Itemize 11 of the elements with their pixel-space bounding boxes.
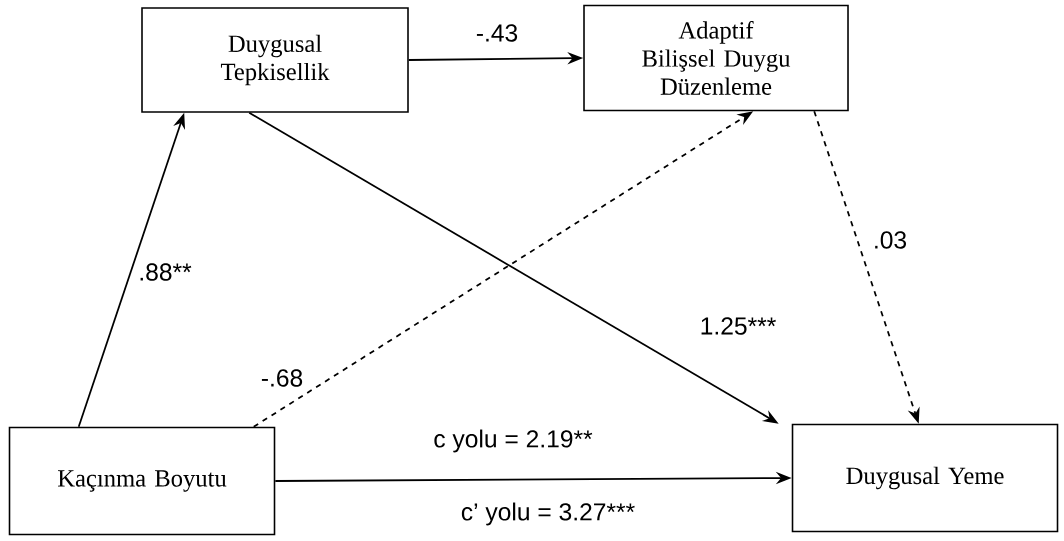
- path-coefficient: .03: [871, 229, 909, 251]
- path-coefficient: .88**: [136, 261, 194, 283]
- path-coefficient: -.43: [474, 22, 520, 44]
- path-coefficient: -.68: [259, 367, 305, 389]
- variable-box: Adaptif Bilişsel Duygu Düzenleme: [583, 4, 849, 112]
- path-coefficient: c’ yolu = 3.27***: [461, 502, 635, 526]
- variable-box: Duygusal Tepkisellik: [141, 7, 409, 113]
- path-coefficient: c yolu = 2.19**: [431, 427, 595, 455]
- variable-box: Kaçınma Boyutu: [8, 426, 276, 536]
- path-coefficient: 1.25***: [697, 315, 779, 337]
- variable-box: Duygusal Yeme: [791, 423, 1059, 533]
